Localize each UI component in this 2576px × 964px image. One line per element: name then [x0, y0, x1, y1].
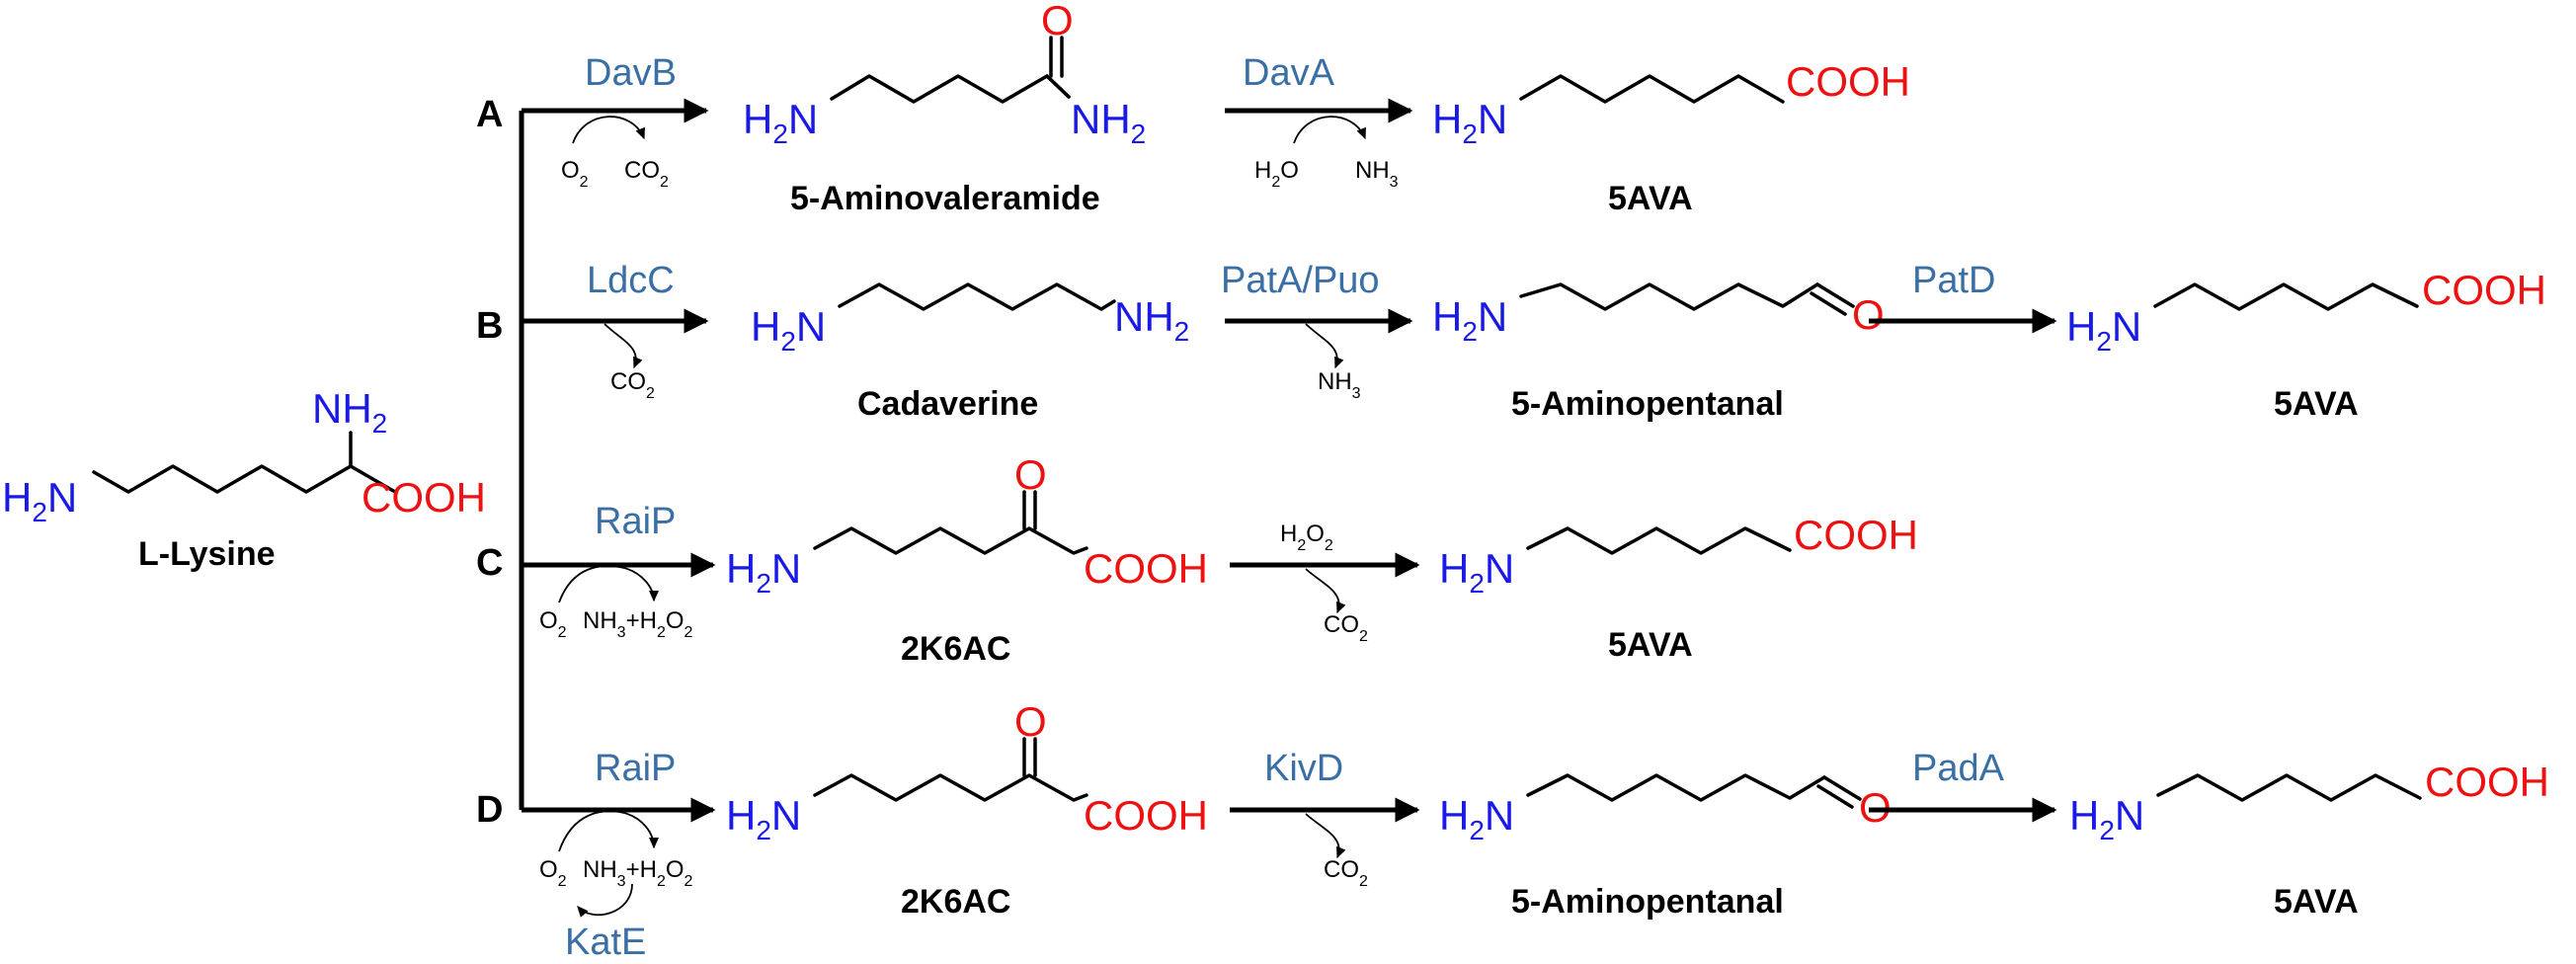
cofactor-co2-c: CO2: [1324, 611, 1368, 645]
pathway-d: RaiP O2 NH3+H2O2 KatE H2N O COOH 2K6AC K…: [522, 698, 2549, 963]
katE-recycle-arc: [577, 883, 633, 918]
aminopentanal-name-b: 5-Aminopentanal: [1511, 385, 1784, 423]
k6ac-cooh-d: COOH: [1084, 792, 1208, 839]
cofactor-co2: CO2: [624, 157, 669, 191]
enzyme-pada: PadA: [1912, 748, 2005, 789]
lysine-name: L-Lysine: [138, 535, 276, 573]
enzyme-kivd: KivD: [1264, 748, 1343, 789]
ava-h2n-d: H2N: [2069, 792, 2144, 845]
k6ac-oxygen-d: O: [1014, 698, 1047, 745]
aminopentanal-name-d: 5-Aminopentanal: [1511, 883, 1784, 921]
enzyme-pata-puo: PatA/Puo: [1221, 260, 1380, 301]
cooh-group: COOH: [362, 474, 486, 521]
cofactor-arc-a1: [572, 116, 645, 144]
cofactor-arc-b2: [1305, 323, 1344, 369]
enzyme-raip-c: RaiP: [595, 501, 676, 542]
pathway-a: DavB O2 CO2 H2N O NH2 5-Aminovaleramide …: [522, 0, 1910, 217]
product-5ava-b: 5AVA: [2274, 385, 2359, 423]
pentanal-oxygen: O: [1852, 291, 1885, 338]
enzyme-ldcc: LdcC: [587, 260, 675, 301]
cadaverine-nh2: NH2: [1114, 293, 1189, 347]
pathway-label-d: D: [476, 789, 503, 831]
cadaverine-h2n: H2N: [751, 303, 826, 357]
k6ac-oxygen-c: O: [1014, 451, 1047, 498]
cofactor-co2-b: CO2: [610, 368, 655, 402]
enzyme-davb: DavB: [585, 52, 677, 94]
ava-h2n-c: H2N: [1439, 545, 1514, 599]
pathway-label-a: A: [476, 94, 503, 135]
pathway-label-c: C: [476, 542, 503, 584]
enzyme-raip-d: RaiP: [595, 748, 676, 789]
ava-cooh-c: COOH: [1794, 512, 1918, 558]
cofactor-co2-d: CO2: [1324, 856, 1368, 890]
ava-cooh-b: COOH: [2422, 267, 2546, 313]
k6ac-name-d: 2K6AC: [901, 883, 1010, 921]
cofactor-arc-c2: [1305, 568, 1346, 614]
pathway-c: RaiP O2 NH3+H2O2 H2N O COOH 2K6AC H2O2 C…: [522, 451, 1918, 668]
cofactor-arc-c1: [558, 565, 660, 603]
cofactor-h2o2-c: H2O2: [1280, 521, 1333, 554]
ava-h2n-b: H2N: [2066, 303, 2141, 357]
cofactor-o2-d: O2: [539, 856, 567, 890]
amide-h2n: H2N: [743, 96, 818, 149]
cofactor-arc-d1: [558, 810, 660, 852]
ava-cooh-d: COOH: [2425, 759, 2549, 805]
cofactor-o2: O2: [561, 157, 589, 191]
cofactor-o2-c: O2: [539, 607, 567, 641]
pentanal-h2n: H2N: [1432, 293, 1507, 347]
cofactor-nh3-h2o2-c: NH3+H2O2: [583, 607, 693, 641]
cofactor-nh3: NH3: [1355, 157, 1399, 191]
k6ac-name-c: 2K6AC: [901, 630, 1010, 668]
enzyme-dava: DavA: [1243, 52, 1335, 94]
k6ac-h2n-d: H2N: [726, 792, 801, 845]
aminovaleramide-name: 5-Aminovaleramide: [790, 180, 1100, 217]
pathway-b: LdcC CO2 H2N NH2 Cadaverine PatA/Puo NH3…: [522, 260, 2546, 423]
cadaverine-name: Cadaverine: [857, 385, 1038, 423]
k6ac-h2n-c: H2N: [726, 545, 801, 599]
amide-oxygen: O: [1041, 0, 1074, 43]
cofactor-nh3-h2o2-d: NH3+H2O2: [583, 856, 693, 890]
pentanal-h2n-d: H2N: [1439, 792, 1514, 845]
product-5ava-d: 5AVA: [2274, 883, 2359, 921]
lysine-molecule: H2N NH2 COOH L-Lysine: [2, 385, 486, 573]
cofactor-arc-d2: [1305, 813, 1346, 859]
cofactor-arc-a2: [1293, 116, 1366, 144]
enzyme-kate: KatE: [565, 922, 646, 963]
nh2-group: NH2: [312, 385, 387, 439]
cofactor-nh3-b: NH3: [1318, 368, 1361, 402]
product-5ava-a: 5AVA: [1608, 180, 1693, 217]
cofactor-h2o: H2O: [1254, 157, 1299, 191]
amide-nh2: NH2: [1071, 96, 1146, 149]
product-5ava-c: 5AVA: [1608, 626, 1693, 664]
enzyme-patd: PatD: [1912, 260, 1995, 301]
h2n-group: H2N: [2, 474, 77, 527]
cofactor-arc-b1: [604, 323, 643, 369]
pathway-label-b: B: [476, 305, 503, 347]
k6ac-cooh-c: COOH: [1084, 545, 1208, 592]
ava-h2n: H2N: [1432, 96, 1507, 149]
ava-cooh: COOH: [1786, 58, 1910, 105]
